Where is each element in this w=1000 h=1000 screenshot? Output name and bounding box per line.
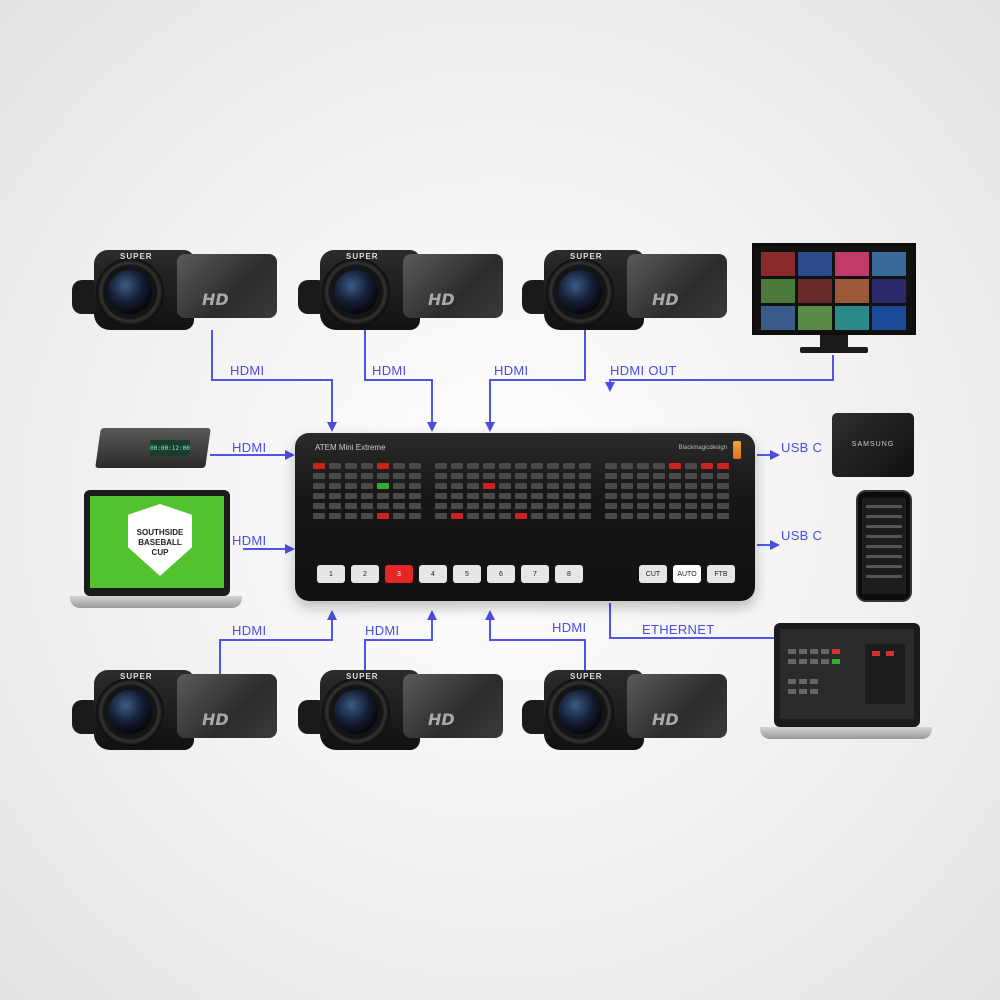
- camera-hd-mark: HD: [652, 710, 679, 729]
- camcorder-5: SUPER HD: [298, 660, 508, 760]
- laptop-left: SOUTHSIDE BASEBALL CUP: [70, 490, 242, 616]
- input-button-2[interactable]: 2: [351, 565, 379, 583]
- wire-cam3: [485, 330, 586, 432]
- switcher-mid-keys: [435, 463, 591, 519]
- wire-cam2: [364, 330, 437, 432]
- camera-badge: SUPER: [346, 672, 379, 681]
- input-button-1[interactable]: 1: [317, 565, 345, 583]
- hyperdeck-recorder: 00:00:12:00: [95, 418, 211, 474]
- label-usbc-phone: USB C: [781, 528, 823, 543]
- wire-cam1: [211, 330, 337, 432]
- label-hdmi-cam4: HDMI: [232, 623, 267, 638]
- wire-cam6: [485, 610, 586, 680]
- camera-badge: SUPER: [570, 252, 603, 261]
- camera-badge: SUPER: [120, 252, 153, 261]
- label-ethernet: ETHERNET: [642, 622, 715, 637]
- input-button-4[interactable]: 4: [419, 565, 447, 583]
- input-button-6[interactable]: 6: [487, 565, 515, 583]
- atem-switcher: ATEM Mini Extreme Blackmagicdesign 1 2 3…: [295, 433, 755, 601]
- switcher-left-keys: [313, 463, 421, 519]
- ssd-brand: SAMSUNG: [851, 441, 895, 448]
- input-button-8[interactable]: 8: [555, 565, 583, 583]
- atem-software-screen: [780, 629, 914, 719]
- label-hdmi-cam2: HDMI: [372, 363, 407, 378]
- recorder-display: 00:00:12:00: [150, 440, 190, 456]
- camcorder-3: SUPER HD: [522, 240, 732, 340]
- laptop-right: [760, 623, 932, 747]
- auto-button[interactable]: AUTO: [673, 565, 701, 583]
- camera-badge: SUPER: [120, 672, 153, 681]
- label-hdmi-cam6: HDMI: [552, 620, 587, 635]
- label-hdmi-laptop: HDMI: [232, 533, 267, 548]
- multiview-monitor: [752, 243, 916, 355]
- switcher-name: ATEM Mini Extreme: [315, 443, 386, 452]
- ftb-button[interactable]: FTB: [707, 565, 735, 583]
- camera-badge: SUPER: [570, 672, 603, 681]
- label-hdmi-out: HDMI OUT: [610, 363, 677, 378]
- camera-hd-mark: HD: [202, 710, 229, 729]
- camcorder-2: SUPER HD: [298, 240, 508, 340]
- switcher-right-keys: [605, 463, 729, 519]
- switcher-brand: Blackmagicdesign: [678, 445, 727, 451]
- camera-badge: SUPER: [346, 252, 379, 261]
- brand-logo-icon: [733, 441, 741, 459]
- wire-ethernet: [609, 603, 776, 639]
- camcorder-1: SUPER HD: [72, 240, 282, 340]
- smartphone: [856, 490, 912, 602]
- input-button-5[interactable]: 5: [453, 565, 481, 583]
- label-hdmi-cam1: HDMI: [230, 363, 265, 378]
- label-hdmi-cam3: HDMI: [494, 363, 529, 378]
- input-button-3[interactable]: 3: [385, 565, 413, 583]
- camera-hd-mark: HD: [428, 290, 455, 309]
- camcorder-6: SUPER HD: [522, 660, 732, 760]
- cut-button[interactable]: CUT: [639, 565, 667, 583]
- camera-hd-mark: HD: [652, 290, 679, 309]
- input-button-7[interactable]: 7: [521, 565, 549, 583]
- camera-hd-mark: HD: [428, 710, 455, 729]
- label-usbc-ssd: USB C: [781, 440, 823, 455]
- samsung-ssd: SAMSUNG: [832, 413, 914, 477]
- wire-cam5: [364, 610, 437, 680]
- wire-monitor: [605, 355, 834, 392]
- camera-hd-mark: HD: [202, 290, 229, 309]
- label-hdmi-recorder: HDMI: [232, 440, 267, 455]
- camcorder-4: SUPER HD: [72, 660, 282, 760]
- label-hdmi-cam5: HDMI: [365, 623, 400, 638]
- wire-cam4: [219, 610, 337, 695]
- laptop-badge-text: SOUTHSIDE BASEBALL CUP: [136, 528, 184, 557]
